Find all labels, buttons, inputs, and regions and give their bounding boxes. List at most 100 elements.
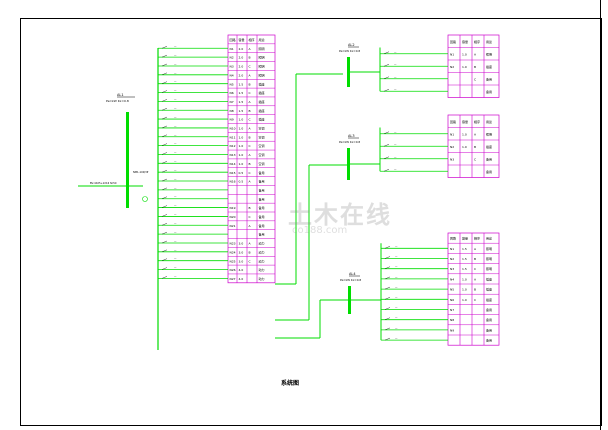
branch-breaker-label: — [174,178,177,181]
sub-panel-spec: Pe=kW Kx=0.8 [340,278,361,282]
sub-table-cell: N3 [450,157,454,161]
sub-table-cell: 插座 [486,276,492,281]
sub-table-cell: 1.5 [462,257,467,261]
main-table-cell: 0.5 [239,171,244,175]
sub-table-cell: B [474,288,476,292]
branch-breaker-label: — [174,45,177,48]
main-table-cell: N25 [230,259,236,263]
branch-switch-symbol [161,72,168,76]
sub-table-cell: 照明 [486,247,492,251]
sub-branch-breaker-label: — [394,131,397,134]
sub-table-cell: A [474,247,477,251]
sub-table-cell: 1.0 [462,65,467,69]
sub-branch-switch [384,337,391,341]
sub-table-header-cell: 容量 [462,236,468,241]
sub-branch-switch [383,89,390,92]
main-panel-spec: Pe=kW Kx=0.8 [106,99,129,103]
sub-table-header-cell: 相序 [474,236,480,241]
branch-breaker-label: — [174,134,177,137]
main-table-cell: A [249,242,252,246]
sub-table-cell: 备用 [486,89,492,94]
branch-switch-symbol [161,205,168,208]
main-table-cell: 照明 [259,47,265,51]
main-table-cell: 空调 [259,152,265,157]
sub-branch-breaker-label: — [394,156,397,159]
main-table-cell: 插座 [259,81,265,86]
main-table-cell: 3.0 [239,259,244,263]
main-table-cell: A [249,47,252,51]
sub-branch-breaker-label: — [395,327,398,330]
sub-branch-breaker-label: — [395,286,398,289]
main-table-cell: N14 [230,162,236,166]
sub-table-cell: 1.0 [462,288,467,292]
sub-table-header-cell: 回路 [450,236,456,241]
branch-breaker-label: — [174,107,177,110]
sub-branch-breaker-label: — [395,337,398,340]
sub-table-cell: B [474,257,476,261]
sub-table-cell: N1 [450,132,454,136]
main-table-cell: N6 [230,91,234,95]
sub-table-cell: 1.5 [462,267,467,271]
main-table-cell: N27 [230,277,236,281]
sub-table-cell: C [474,157,476,161]
branch-breaker-label: — [174,98,177,101]
sub-table-cell: N3 [450,267,454,271]
main-table-cell: 动力 [259,267,265,272]
sub-branch-switch [383,156,390,159]
branch-switch-symbol [161,143,168,146]
main-table-header-cell: 回路 [230,37,236,42]
sub-table-cell: N2 [450,257,454,261]
main-table-cell: N3 [230,65,234,69]
sub-branch-breaker-label: — [395,317,398,320]
sub-table-cell: 照明 [486,52,492,56]
branch-breaker-label: — [174,222,177,225]
branch-breaker-label: — [174,63,177,66]
branch-switch-symbol [161,169,168,173]
sub-table-cell: 备用 [486,338,492,343]
branch-breaker-label: — [174,90,177,93]
sub-branch-switch [384,317,391,320]
sub-branch-switch [383,144,390,147]
branch-switch-symbol [161,178,168,182]
sub-branch-breaker-label: — [395,276,398,279]
main-table-cell: N21 [230,224,236,228]
main-table-cell: C [249,259,251,263]
main-table-cell: 备用 [259,196,265,201]
main-table-cell: 空调 [259,134,265,139]
sub-table-cell: 1.0 [462,145,467,149]
branch-breaker-label: — [174,196,177,199]
main-table-cell: 空调 [259,126,265,131]
sub-branch-switch [384,307,391,310]
sub-table-cell: N2 [450,145,454,149]
main-table-cell: B [249,250,251,254]
sub-table-cell: 照明 [486,257,492,261]
main-table-cell: N2 [230,56,234,60]
main-table-cell: C [249,171,251,175]
branch-switch-symbol [161,99,168,102]
main-table-cell: N19 [230,206,236,210]
main-table-cell: 备用 [259,179,265,184]
sub-branch-breaker-label: — [394,51,397,54]
branch-breaker-label: — [174,258,177,261]
main-table-cell: 插座 [259,99,265,104]
main-table-cell: N1 [230,47,234,51]
main-table-header-cell: 容量 [239,37,245,42]
main-table-cell: 2.0 [239,65,244,69]
main-table-cell: N24 [230,250,236,254]
main-table-cell: 动力 [259,249,265,254]
branch-breaker-label: — [174,275,177,278]
sub-table-cell: N4 [450,277,454,281]
sub-panel-spec: Pe=kW Kx=0.8 [339,49,360,53]
main-table-cell: 1.0 [239,127,244,131]
sub-table-cell: C [474,298,476,302]
main-table-cell: N4 [230,73,234,77]
sub-branch-breaker-label: — [394,76,397,79]
main-table-cell: B [249,206,251,210]
branch-breaker-label: — [174,160,177,163]
sub-table-cell: 1.0 [462,277,467,281]
main-table-cell: 1.0 [239,144,244,148]
sub-branch-breaker-label: — [394,63,397,66]
sub-table-cell: A [474,277,477,281]
